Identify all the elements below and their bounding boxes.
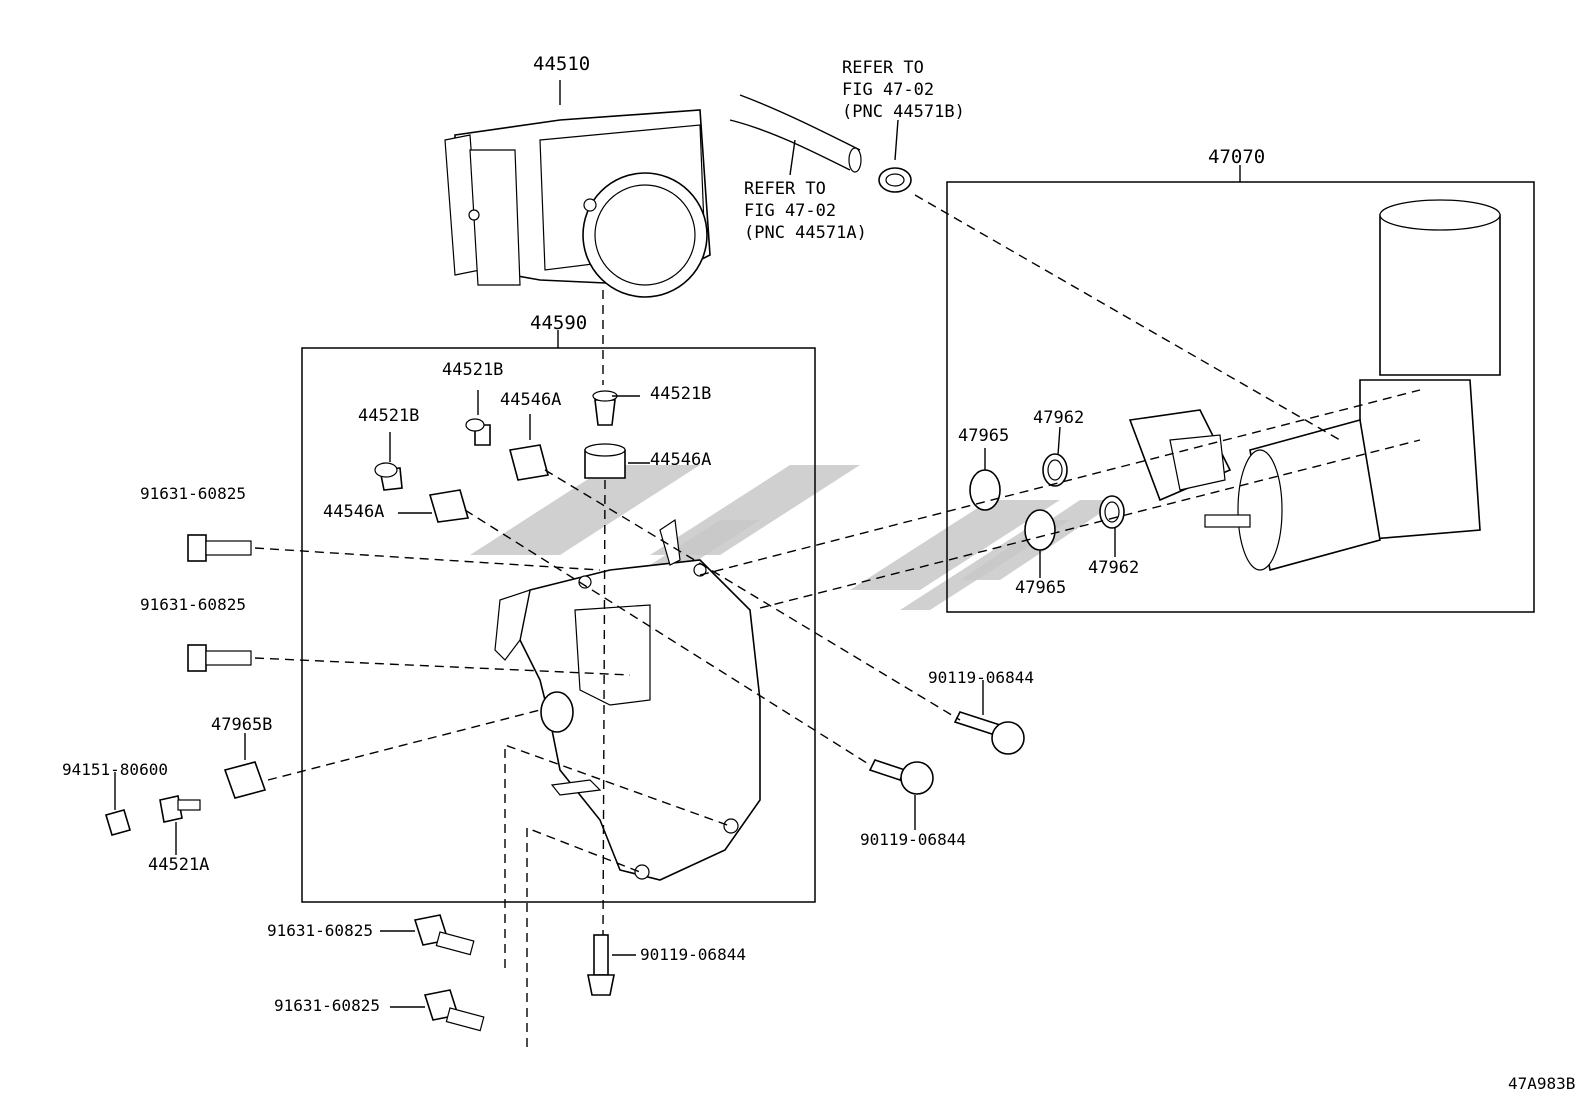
label-44546a-left: 44546A: [323, 502, 385, 522]
brake-pipes: [729, 94, 899, 176]
refer-note-44571b: REFER TO FIG 47-02 (PNC 44571B): [842, 58, 965, 122]
mounting-bracket: [494, 518, 761, 881]
label-47965-a: 47965: [958, 426, 1010, 446]
label-47962-a: 47962: [1033, 408, 1085, 428]
assembly-leaders: [254, 194, 1421, 1047]
seal-parts: [969, 453, 1125, 551]
label-44590: 44590: [530, 312, 588, 334]
label-47962-b: 47962: [1088, 558, 1140, 578]
label-94151: 94151-80600: [62, 760, 168, 779]
compressor-assembly: [1128, 199, 1501, 572]
label-44521b-top: 44521B: [442, 360, 504, 380]
hose-clamp: [878, 167, 912, 193]
mounting-bolts: [104, 534, 1025, 1032]
label-90119-c: 90119-06844: [640, 945, 746, 964]
label-91631-a: 91631-60825: [140, 484, 246, 503]
label-91631-b: 91631-60825: [140, 595, 246, 614]
label-44521a: 44521A: [148, 855, 210, 875]
label-44546a-mid: 44546A: [500, 390, 562, 410]
label-44521b-left: 44521B: [358, 406, 420, 426]
label-47965b: 47965B: [211, 715, 273, 735]
label-91631-c: 91631-60825: [267, 921, 373, 940]
label-47070: 47070: [1208, 146, 1266, 168]
label-leaders: [114, 390, 1116, 1008]
figure-code: 47A983B: [1508, 1074, 1576, 1093]
label-44546a-right: 44546A: [650, 450, 712, 470]
label-44521b-right: 44521B: [650, 384, 712, 404]
refer-note-44571a: REFER TO FIG 47-02 (PNC 44571A): [744, 179, 867, 243]
label-47965-b: 47965: [1015, 578, 1067, 598]
label-90119-b: 90119-06844: [860, 830, 966, 849]
label-91631-d: 91631-60825: [274, 996, 380, 1015]
bushing-parts: [374, 390, 626, 523]
label-90119-a: 90119-06844: [928, 668, 1034, 687]
abs-actuator: [444, 80, 711, 298]
label-44510: 44510: [533, 53, 591, 75]
